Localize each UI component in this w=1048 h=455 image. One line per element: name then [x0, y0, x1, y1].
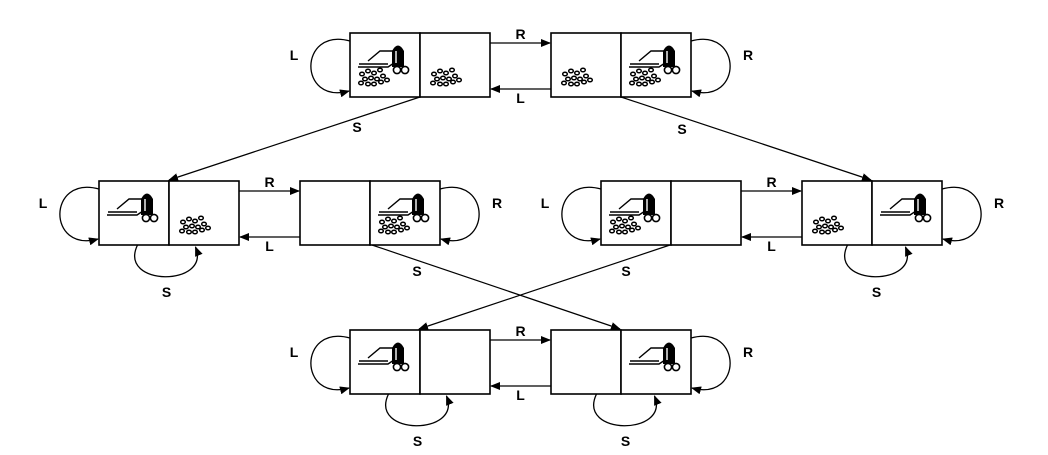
loop-s2-R — [690, 38, 731, 98]
left-square — [98, 180, 170, 246]
left-square — [299, 180, 371, 246]
dirt-icon — [429, 67, 463, 87]
right-square — [419, 32, 491, 98]
loop-s8-R — [690, 335, 731, 395]
loop-s3-L — [59, 186, 100, 246]
edge-label-s6-s5: L — [767, 238, 776, 254]
state-s8 — [550, 329, 692, 395]
vacuum-cleaner-icon — [629, 342, 681, 372]
loop-s7-S — [385, 393, 454, 427]
edge-label-s5-s6: R — [766, 174, 776, 190]
loop-label-s3-L: L — [39, 195, 48, 211]
dirt-icon — [377, 215, 411, 235]
right-square — [369, 180, 441, 246]
dirt-icon — [811, 215, 845, 235]
loop-label-s8-S: S — [621, 433, 630, 449]
states — [98, 32, 943, 395]
dirt-icon — [357, 67, 391, 87]
loop-label-s5-L: L — [541, 195, 550, 211]
state-s5 — [600, 180, 742, 246]
edge-s1-s3 — [168, 96, 421, 181]
loop-s1-L — [310, 38, 351, 98]
dirt-icon — [608, 215, 642, 235]
loop-s6-S — [844, 244, 913, 278]
loop-label-s7-S: S — [413, 433, 422, 449]
edge-s5-s7 — [418, 244, 671, 330]
loop-label-s3-S: S — [162, 284, 171, 300]
state-s7 — [349, 329, 491, 395]
state-s2 — [550, 32, 692, 98]
edge-s4-s8 — [371, 244, 621, 330]
self-loops — [59, 38, 982, 427]
edge-label-s8-s7: L — [516, 387, 525, 403]
right-square — [670, 180, 742, 246]
loop-label-s7-L: L — [290, 344, 299, 360]
loop-s5-L — [561, 186, 602, 246]
loop-s6-R — [941, 186, 982, 246]
state-s6 — [801, 180, 943, 246]
vacuum-cleaner-icon — [378, 193, 430, 223]
edge-label-s4-s3: L — [265, 238, 274, 254]
left-square — [801, 180, 873, 246]
edge-label-s5-s7: S — [621, 263, 630, 279]
vacuum-cleaner-icon — [629, 45, 681, 75]
loop-s8-S — [593, 393, 662, 427]
left-square — [550, 329, 622, 395]
state-s3 — [98, 180, 240, 246]
edge-label-s2-s6: S — [677, 121, 686, 137]
edge-label-s7-s8: R — [515, 323, 525, 339]
loop-label-s8-R: R — [743, 344, 753, 360]
loop-label-s1-L: L — [290, 47, 299, 63]
loop-label-s6-S: S — [872, 284, 881, 300]
dirt-icon — [560, 67, 594, 87]
loop-s7-L — [310, 335, 351, 395]
vacuum-cleaner-icon — [107, 193, 159, 223]
dirt-icon — [178, 215, 212, 235]
edge-label-s1-s3: S — [352, 119, 361, 135]
loop-s3-S — [134, 244, 203, 278]
loop-label-s4-R: R — [492, 195, 502, 211]
transition-edges — [168, 39, 872, 390]
loop-s4-R — [439, 186, 480, 246]
edge-label-s4-s8: S — [412, 263, 421, 279]
edge-label-s2-s1: L — [516, 90, 525, 106]
left-square — [600, 180, 672, 246]
vacuum-cleaner-icon — [609, 193, 661, 223]
edge-label-s3-s4: R — [264, 174, 274, 190]
left-square — [349, 329, 421, 395]
vacuum-cleaner-icon — [880, 193, 932, 223]
loop-label-s2-R: R — [743, 47, 753, 63]
vacuum-cleaner-icon — [358, 342, 410, 372]
dirt-icon — [628, 67, 662, 87]
right-square — [419, 329, 491, 395]
right-square — [168, 180, 240, 246]
action-labels: R L R L R L R L S S S S L R L S R L R S L S R S — [39, 26, 1004, 449]
right-square — [620, 32, 692, 98]
edge-s2-s6 — [620, 96, 872, 181]
right-square — [871, 180, 943, 246]
edge-label-s1-s2: R — [515, 26, 525, 42]
left-square — [550, 32, 622, 98]
left-square — [349, 32, 421, 98]
state-s4 — [299, 180, 441, 246]
loop-label-s6-R: R — [994, 195, 1004, 211]
state-s1 — [349, 32, 491, 98]
right-square — [620, 329, 692, 395]
vacuum-cleaner-icon — [358, 45, 410, 75]
